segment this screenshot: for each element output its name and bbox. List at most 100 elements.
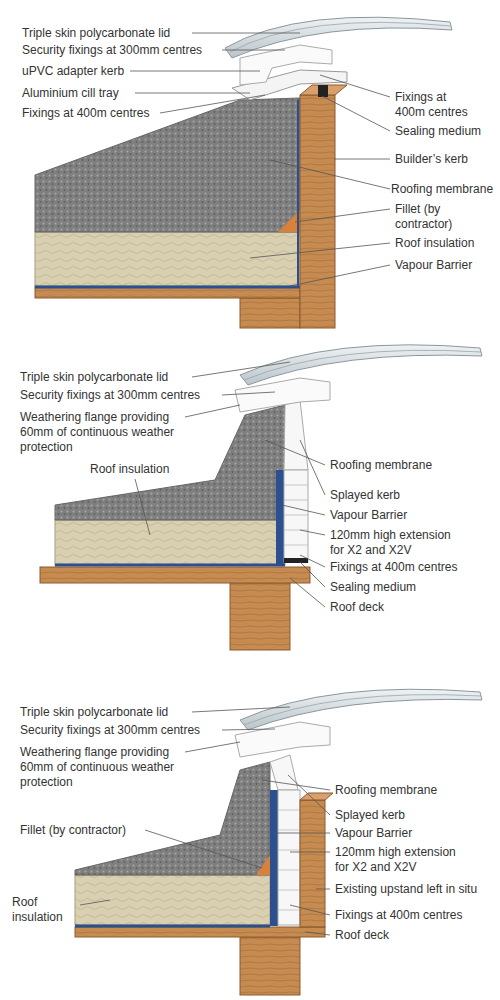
kerb-detail-3 xyxy=(278,810,300,811)
kerb-detail-3 xyxy=(278,910,300,911)
leader-line xyxy=(290,265,390,286)
kerb-detail-2 xyxy=(40,567,310,583)
leader-line xyxy=(160,95,265,113)
kerb-detail-3 xyxy=(278,810,300,910)
leader-line xyxy=(274,833,330,834)
callout-label: 120mm high extension for X2 and X2V xyxy=(335,845,460,875)
callout-label: Fillet (by contractor) xyxy=(395,202,475,232)
callout-label: Weathering flange providing 60mm of cont… xyxy=(20,745,182,790)
callout-label: Fixings at 400m centres xyxy=(330,560,480,575)
kerb-detail-1 xyxy=(35,286,300,298)
callout-label: Roof deck xyxy=(330,600,460,615)
kerb-detail-2 xyxy=(284,558,308,563)
callout-label: Splayed kerb xyxy=(330,488,460,503)
callout-label: Security fixings at 300mm centres xyxy=(20,723,225,738)
leader-line xyxy=(192,33,300,34)
leader-line xyxy=(80,707,330,935)
callout-label: Fillet (by contractor) xyxy=(20,823,160,838)
kerb-detail-3 xyxy=(75,875,270,925)
kerb-detail-3 xyxy=(300,800,325,927)
leader-line xyxy=(262,780,330,790)
kerb-detail-1 xyxy=(278,210,300,232)
callout-label: Weathering flange providing 60mm of cont… xyxy=(20,410,182,455)
leader-line xyxy=(222,729,275,730)
leader-line xyxy=(300,562,325,587)
leader-line xyxy=(265,440,325,465)
callout-label: Roof insulation xyxy=(12,895,78,925)
callout-label: Vapour Barrier xyxy=(330,508,460,523)
kerb-detail-3 xyxy=(278,790,300,925)
leader-line xyxy=(130,33,390,286)
callout-label: Vapour Barrier xyxy=(395,258,495,273)
kerb-detail-1 xyxy=(225,17,452,58)
leader-line xyxy=(222,392,275,395)
leader-line xyxy=(290,578,325,607)
kerb-detail-3 xyxy=(278,830,300,831)
kerb-detail-3 xyxy=(270,790,278,926)
kerb-detail-2 xyxy=(244,350,481,380)
callout-label: Sealing medium xyxy=(395,124,495,139)
leader-line xyxy=(135,479,150,535)
leader-line xyxy=(300,530,325,535)
kerb-detail-1 xyxy=(230,22,451,52)
kerb-detail-1 xyxy=(240,298,300,328)
leader-line xyxy=(250,243,390,258)
callout-label: 120mm high extension for X2 and X2V xyxy=(330,528,455,558)
leader-line xyxy=(270,160,390,189)
callout-label: Security fixings at 300mm centres xyxy=(20,388,225,403)
kerb-detail-2 xyxy=(240,345,482,385)
leader-line xyxy=(334,159,390,160)
kerb-detail-2 xyxy=(55,564,285,567)
kerb-detail-1 xyxy=(35,286,300,289)
leader-line xyxy=(320,75,390,97)
leader-line xyxy=(322,96,390,131)
kerb-detail-2 xyxy=(284,500,308,501)
callout-label: Existing upstand left in situ xyxy=(335,882,495,897)
kerb-detail-2 xyxy=(284,530,308,531)
kerb-detail-3 xyxy=(278,850,300,851)
callout-label: uPVC adapter kerb xyxy=(22,64,142,79)
kerb-detail-3 xyxy=(75,762,270,875)
kerb-detail-3 xyxy=(300,793,333,800)
callout-label: Roof insulation xyxy=(90,462,185,477)
leader-line xyxy=(290,905,330,915)
kerb-detail-2 xyxy=(230,583,290,650)
leader-line xyxy=(300,440,325,495)
kerb-detail-1 xyxy=(300,95,335,328)
leader-line xyxy=(192,707,290,712)
leader-line xyxy=(135,93,250,94)
leader-line xyxy=(316,889,330,890)
kerb-detail-3 xyxy=(75,927,325,937)
kerb-detail-1 xyxy=(35,232,300,286)
callout-label: Builder’s kerb xyxy=(395,152,495,167)
leader-line xyxy=(305,932,330,935)
leader-line xyxy=(295,209,390,222)
leader-line xyxy=(145,830,262,868)
kerb-detail-2 xyxy=(284,485,308,486)
callout-label: Roofing membrane xyxy=(330,458,460,473)
callout-label: Aluminium cill tray xyxy=(22,86,142,101)
kerb-detail-2 xyxy=(284,485,308,545)
kerb-detail-3 xyxy=(278,870,300,871)
callout-label: Sealing medium xyxy=(330,580,460,595)
leader-line xyxy=(185,742,240,752)
callout-label: Roofing membrane xyxy=(391,182,496,197)
kerb-detail-2 xyxy=(284,470,308,562)
kerb-detail-1 xyxy=(297,100,299,287)
kerb-detail-3 xyxy=(240,937,300,995)
leader-line xyxy=(130,71,260,72)
callout-label: Security fixings at 300mm centres xyxy=(22,43,232,58)
leader-line xyxy=(282,505,325,515)
kerb-detail-2 xyxy=(284,515,308,516)
kerb-detail-3 xyxy=(278,890,300,891)
leader-line xyxy=(185,405,240,417)
callout-label: Vapour Barrier xyxy=(335,826,465,841)
callout-label: Fixings at 400m centres xyxy=(395,90,475,120)
kerb-detail-3 xyxy=(256,855,270,875)
kerb-detail-2 xyxy=(55,520,285,565)
callout-label: Roof deck xyxy=(335,928,465,943)
kerb-detail-2 xyxy=(284,545,308,546)
kerb-detail-3 xyxy=(240,689,482,730)
callout-label: Triple skin polycarbonate lid xyxy=(20,370,195,385)
